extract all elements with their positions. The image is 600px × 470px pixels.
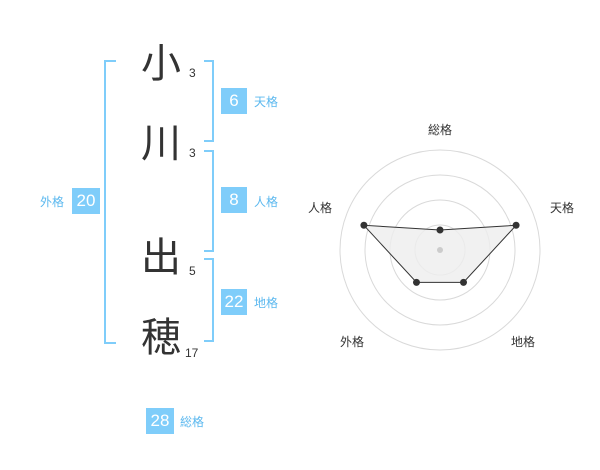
chikaku-bracket bbox=[204, 258, 214, 342]
jinkaku-badge: 8 bbox=[221, 187, 247, 213]
gaikaku-badge: 20 bbox=[72, 188, 100, 214]
name-char-1: 小 bbox=[141, 41, 181, 87]
name-char-2: 川 bbox=[141, 121, 181, 167]
radar-ring-4 bbox=[339, 149, 541, 351]
radar-axis-label-soukaku: 総格 bbox=[428, 122, 452, 137]
name-char-3: 出 bbox=[141, 235, 181, 281]
radar-point-4 bbox=[412, 278, 420, 286]
radar-point-1 bbox=[436, 226, 444, 234]
radar-axis-label-gaikaku: 外格 bbox=[340, 334, 364, 349]
tenkaku-badge: 6 bbox=[221, 88, 247, 114]
gaikaku-label: 外格 bbox=[40, 195, 65, 209]
radar-point-3 bbox=[460, 278, 468, 286]
jinkaku-bracket bbox=[204, 150, 214, 252]
name-char-4: 穂 bbox=[141, 315, 181, 361]
radar-point-5 bbox=[360, 221, 368, 229]
tenkaku-label: 天格 bbox=[254, 95, 279, 109]
radar-axis-label-jinkaku: 人格 bbox=[308, 200, 332, 215]
radar-axis-label-tenkaku: 天格 bbox=[550, 200, 574, 215]
radar-center-dot bbox=[437, 247, 443, 253]
soukaku-badge: 28 bbox=[146, 408, 174, 434]
radar-point-2 bbox=[512, 221, 520, 229]
radar-ring-3 bbox=[364, 174, 516, 326]
jinkaku-label: 人格 bbox=[254, 195, 279, 209]
radar-points bbox=[360, 221, 520, 286]
radar-polygon bbox=[362, 224, 518, 283]
stroke-count-2: 3 bbox=[189, 146, 196, 160]
chikaku-label: 地格 bbox=[254, 296, 279, 310]
soukaku-label: 総格 bbox=[180, 415, 205, 429]
stroke-count-3: 5 bbox=[189, 264, 196, 278]
chikaku-badge: 22 bbox=[221, 289, 247, 315]
radar-axis-label-chikaku: 地格 bbox=[511, 334, 535, 349]
tenkaku-bracket bbox=[204, 60, 214, 142]
stroke-count-4: 17 bbox=[185, 346, 199, 360]
gaikaku-bracket bbox=[104, 60, 116, 344]
stroke-count-1: 3 bbox=[189, 66, 196, 80]
